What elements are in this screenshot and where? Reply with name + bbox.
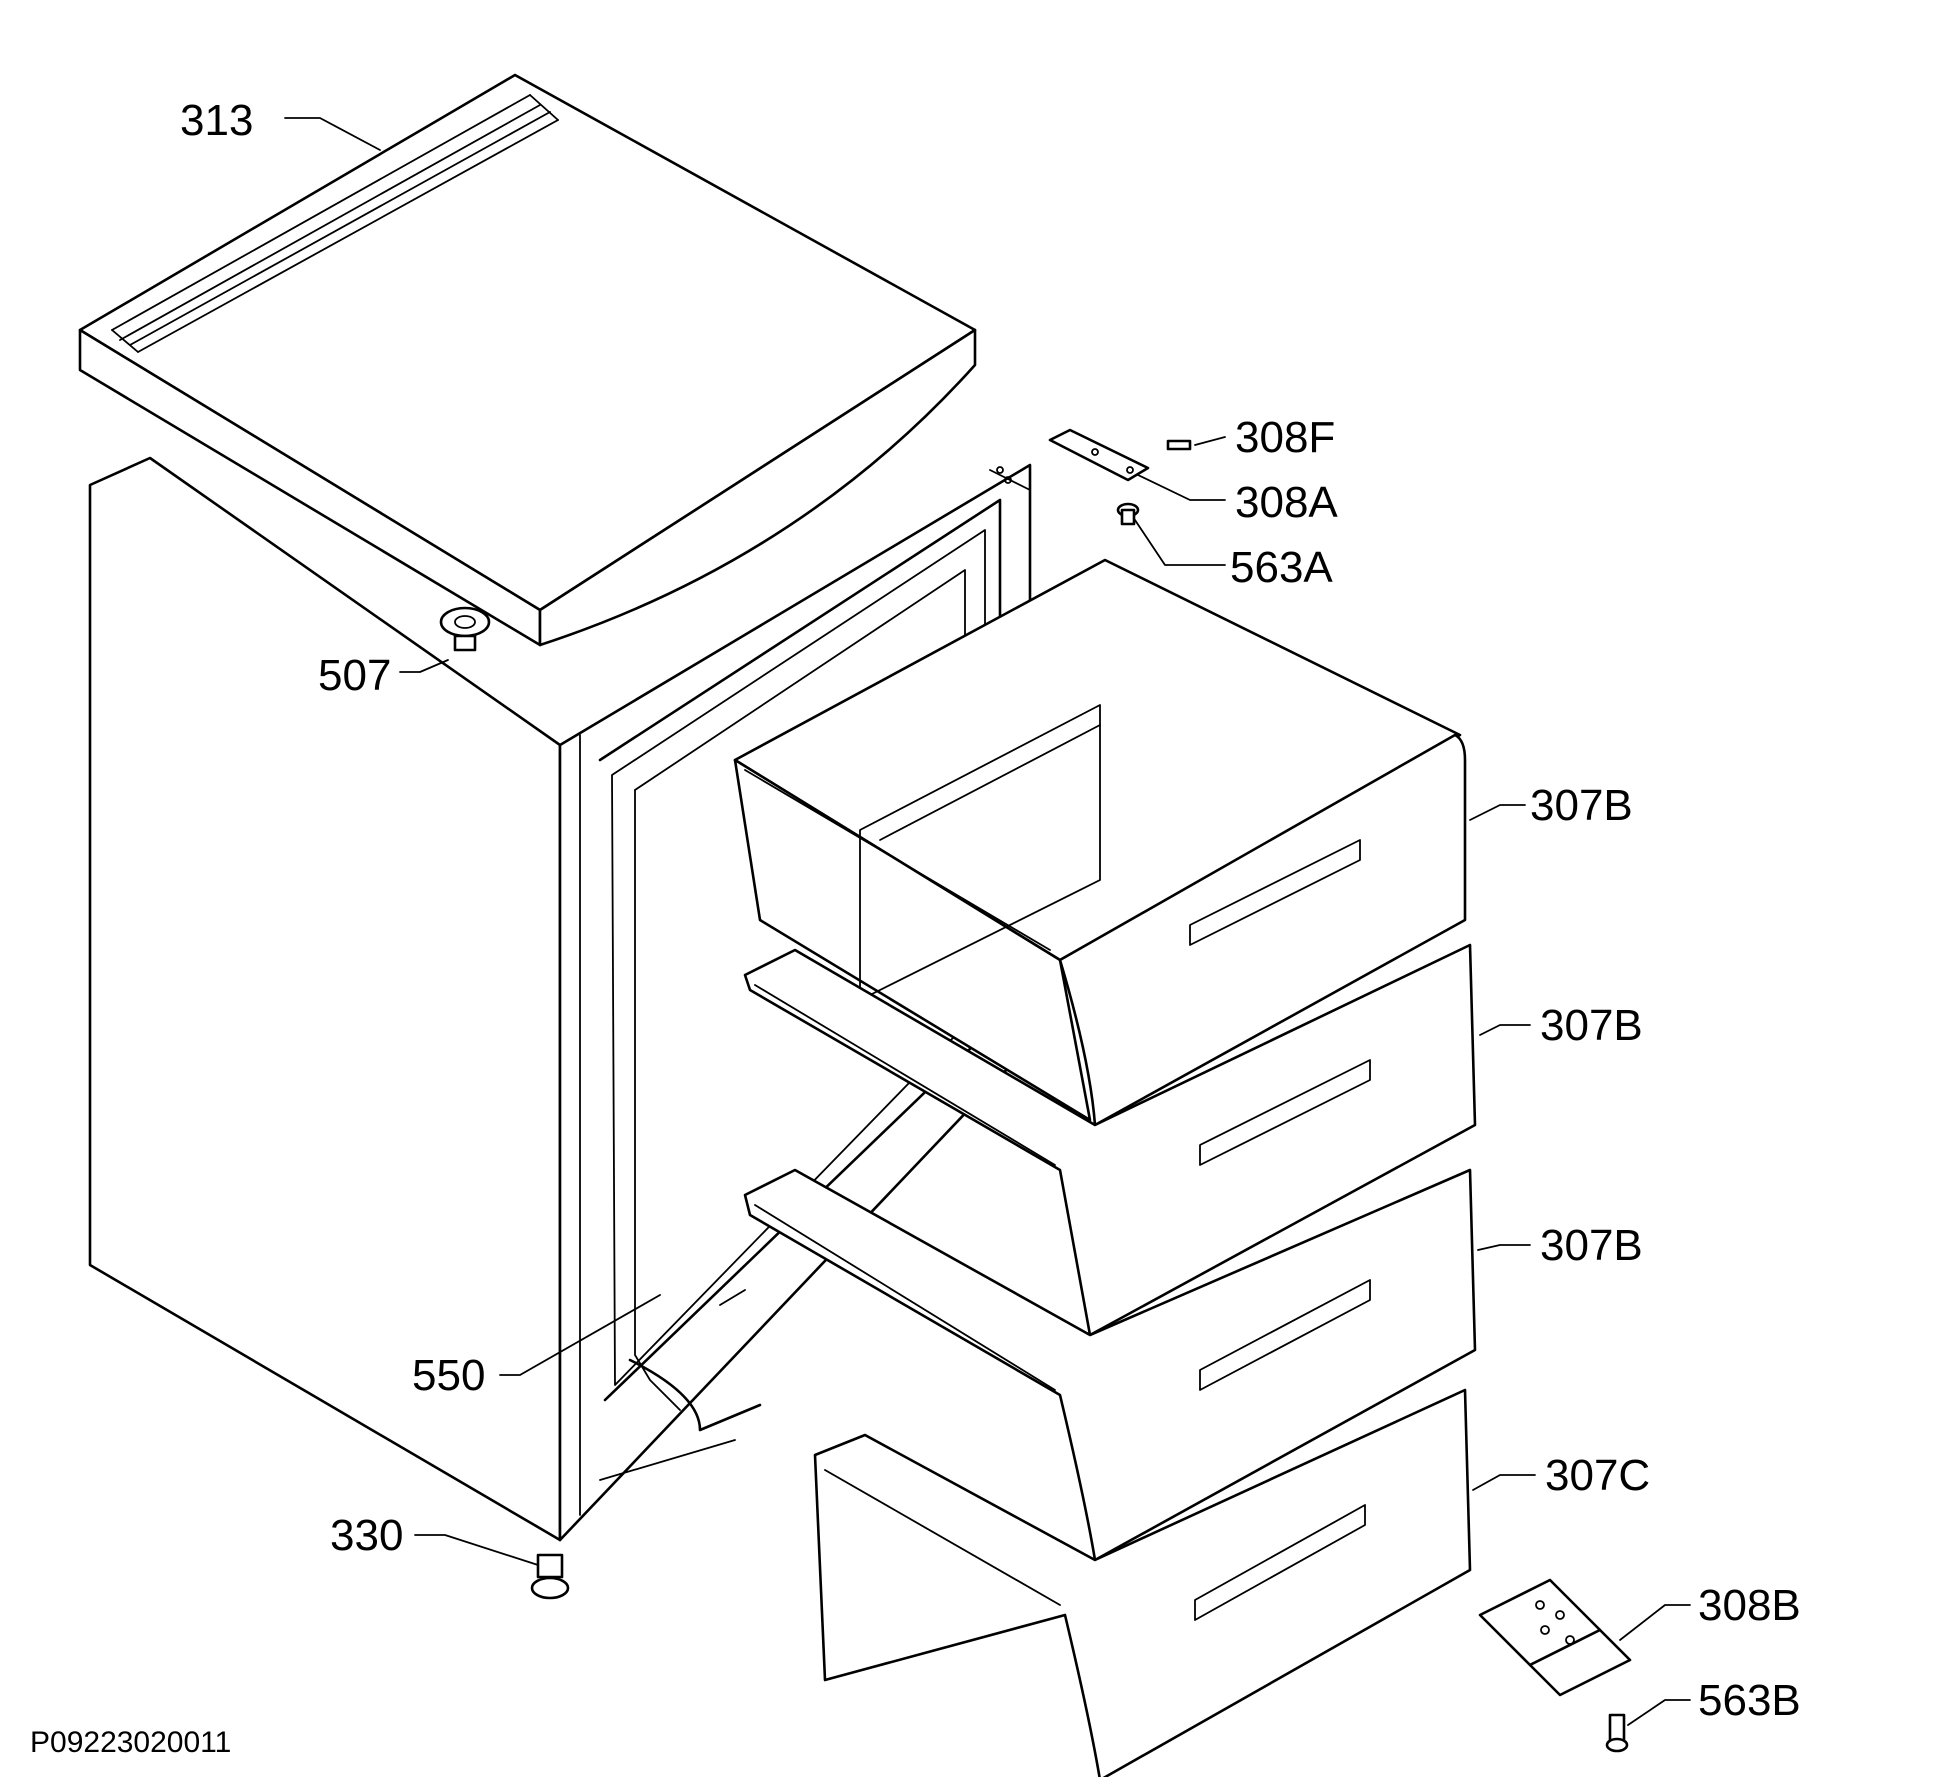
pin-563A: [1116, 502, 1140, 526]
label-307B-1: 307B: [1530, 781, 1633, 830]
part-labels: 313 308F 308A 563A 507 307B 307B 307B 30…: [30, 96, 1801, 1759]
label-307B-2: 307B: [1540, 1001, 1643, 1050]
foot-330: [530, 1553, 570, 1600]
label-308F: 308F: [1235, 413, 1335, 462]
label-507: 507: [318, 651, 391, 700]
label-308B: 308B: [1698, 1581, 1801, 1630]
drawer-307B-bottom: [743, 1168, 1477, 1562]
label-307B-3: 307B: [1540, 1221, 1643, 1270]
screw-308F: [1166, 439, 1192, 451]
drawer-307B-top: [733, 558, 1467, 1127]
leader-lines: [284, 117, 1691, 1726]
screw-563B: [1605, 1713, 1629, 1753]
label-307C: 307C: [1545, 1451, 1650, 1500]
label-563B: 563B: [1698, 1676, 1801, 1725]
label-308A: 308A: [1235, 478, 1338, 527]
label-550: 550: [412, 1351, 485, 1400]
label-330: 330: [330, 1511, 403, 1560]
top-cover-313: [78, 73, 977, 647]
drawer-307B-middle: [743, 943, 1477, 1337]
hinge-308A: [1048, 428, 1150, 482]
hinge-308B: [1478, 1578, 1632, 1697]
label-563A: 563A: [1230, 543, 1333, 592]
drawing-code: P09223020011: [30, 1726, 231, 1759]
label-313: 313: [180, 96, 253, 145]
drawer-307C: [813, 1388, 1472, 1777]
plug-507: [439, 606, 491, 652]
